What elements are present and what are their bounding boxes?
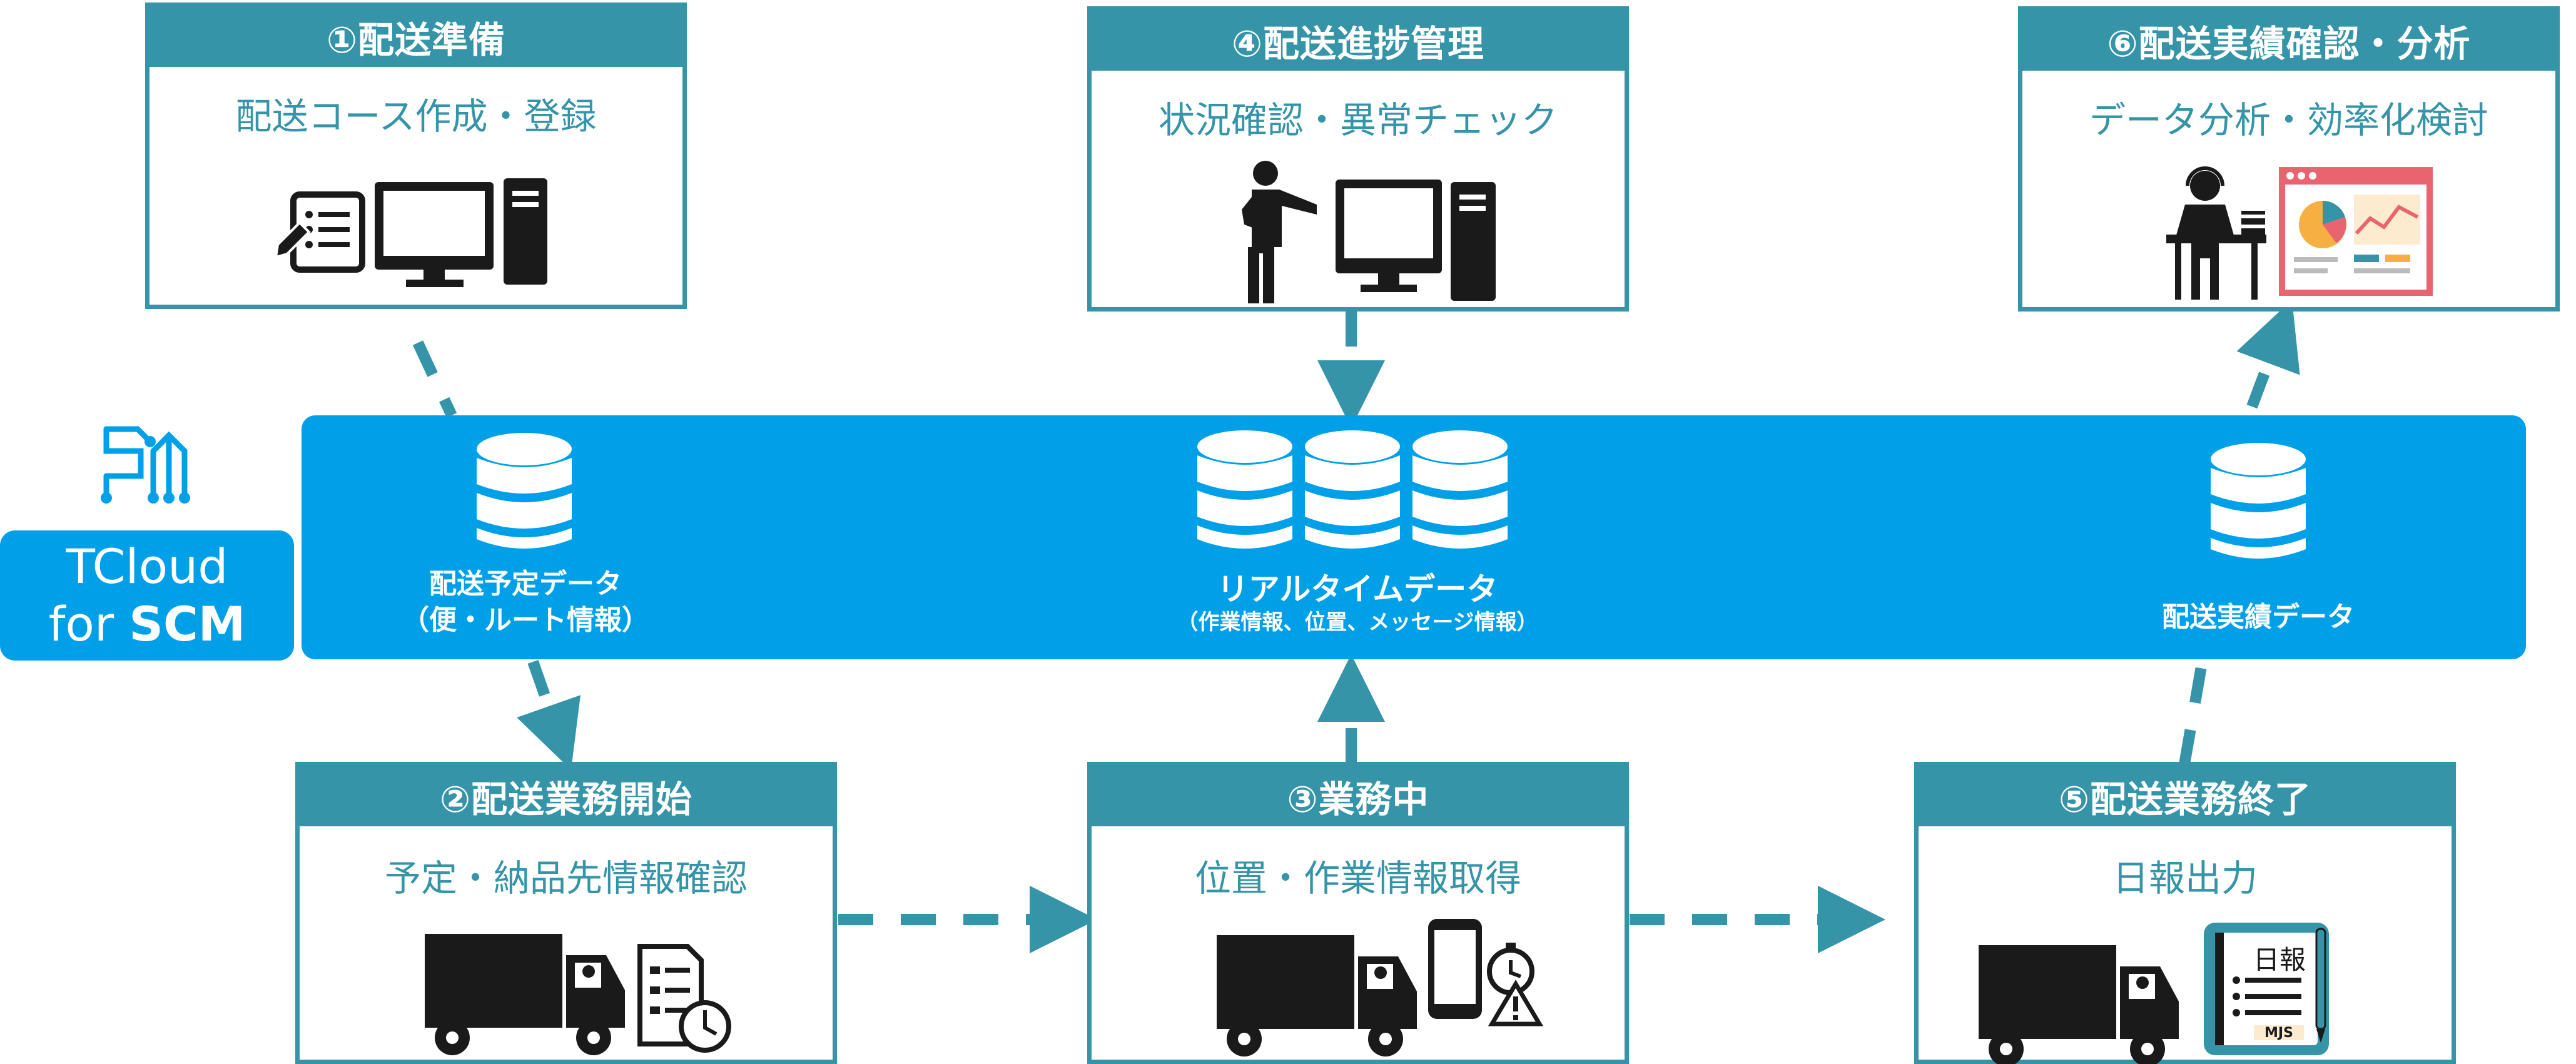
arrow-step1-to-band <box>412 340 457 418</box>
step3-card: ③業務中 位置・作業情報取得 <box>1087 762 1629 1064</box>
step5-title: ⑤配送業務終了 <box>1919 766 2452 826</box>
step1-card: ①配送準備 配送コース作成・登録 <box>145 3 687 309</box>
database-icon-actual <box>2211 443 2306 559</box>
planned-data-label: 配送予定データ （便・ルート情報） <box>402 568 649 636</box>
step4-card: ④配送進捗管理 状況確認・異常チェック <box>1087 6 1629 312</box>
truck-phone-timer-icon <box>1217 919 1544 1056</box>
report-book-brand: MJS <box>2264 1025 2293 1041</box>
step4-subtitle: 状況確認・異常チェック <box>1158 99 1558 141</box>
analyst-dashboard-icon <box>2166 166 2433 300</box>
checklist-computer-icon <box>274 178 547 287</box>
step2-card: ②配送業務開始 予定・納品先情報確認 <box>295 762 837 1064</box>
step3-subtitle: 位置・作業情報取得 <box>1194 857 1521 899</box>
product-suffix: for SCM <box>48 596 246 652</box>
tcloud-logo-icon <box>101 426 190 504</box>
database-icon-realtime-1 <box>1197 430 1292 549</box>
step2-subtitle: 予定・納品先情報確認 <box>384 857 748 899</box>
step5-card: ⑤配送業務終了 日報出力 日報 MJS <box>1914 762 2456 1064</box>
step1-title: ①配送準備 <box>150 7 682 67</box>
arrow-band-to-step6 <box>2236 300 2300 409</box>
step2-title: ②配送業務開始 <box>300 766 833 826</box>
presenter-computer-icon <box>1242 161 1496 303</box>
truck-schedule-icon <box>425 934 731 1055</box>
step6-card: ⑥配送実績確認・分析 データ分析・効率化検討 <box>2018 6 2560 312</box>
arrow-step5-to-band <box>2179 662 2208 766</box>
realtime-data-label: リアルタイムデータ （作業情報、位置、メッセージ情報） <box>1177 571 1538 635</box>
report-book-label: 日報 <box>2253 945 2306 975</box>
database-icon-realtime-2 <box>1305 430 1400 549</box>
step5-subtitle: 日報出力 <box>2112 857 2258 899</box>
database-icon-realtime-3 <box>1412 430 1508 549</box>
arrow-band-to-step2 <box>517 660 581 770</box>
product-name: TCloud <box>66 539 228 594</box>
step1-subtitle: 配送コース作成・登録 <box>235 95 597 138</box>
product-badge: TCloud for SCM <box>0 530 294 661</box>
step3-title: ③業務中 <box>1092 766 1625 826</box>
truck-daily-report-icon <box>1979 923 2329 1064</box>
step6-subtitle: データ分析・効率化検討 <box>2089 99 2488 141</box>
actual-data-label: 配送実績データ <box>2162 601 2355 633</box>
product-scm: SCM <box>129 596 246 652</box>
step4-title: ④配送進捗管理 <box>1092 11 1625 71</box>
step6-title: ⑥配送実績確認・分析 <box>2022 11 2555 71</box>
database-icon-planned <box>477 433 572 549</box>
